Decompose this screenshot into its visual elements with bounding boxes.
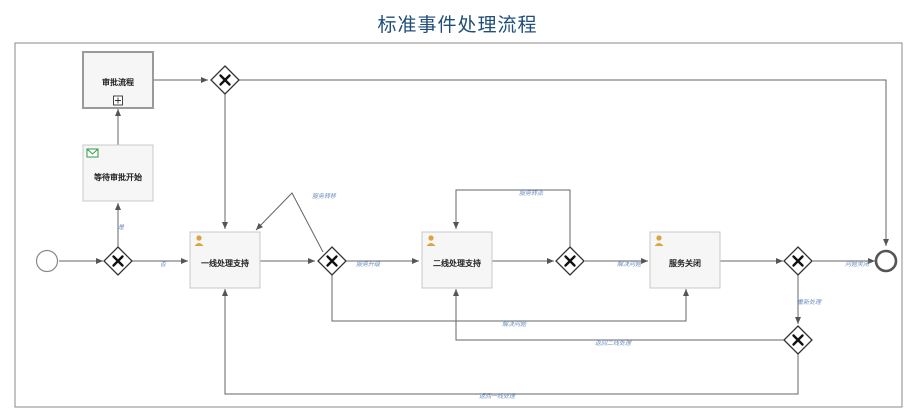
flow-gw5-to-first-line [222,289,799,395]
start-event[interactable] [35,249,59,273]
flow-gw3-transfer-loop [453,189,571,247]
task-label: 服务关闭 [669,258,701,268]
flow-gw-top-to-end [239,79,889,246]
plus-square-icon [113,95,123,106]
gateway-1[interactable] [103,246,133,276]
task-label: 二线处理支持 [433,258,481,268]
label-return-first: 返回一线处理 [479,392,516,400]
label-service-upgrade: 服务升级 [356,260,381,268]
user-icon [426,235,436,246]
label-yes: 是 [118,224,125,231]
label-service-transfer-2: 服务转派 [519,189,544,197]
task-wait-approval[interactable]: 等待审批开始 [82,144,154,202]
gateway-x-icon [219,74,231,86]
task-approval-flow[interactable]: 审批流程 [82,51,154,109]
gateway-top[interactable] [210,65,240,95]
gateway-x-icon [792,255,804,267]
flow-gw2-resolve-to-close [331,275,689,322]
label-return-second: 返回二线处理 [595,339,632,347]
flow-gw5-to-second-line [453,289,784,341]
gateway-5[interactable] [783,325,813,355]
task-label: 审批流程 [102,77,134,87]
label-reprocess: 重新处理 [797,298,822,306]
flow-gw2-transfer-loop [255,192,324,253]
label-resolve: 解决问题 [502,320,527,328]
task-close[interactable]: 服务关闭 [649,231,721,289]
gateway-4[interactable] [783,246,813,276]
page-title: 标准事件处理流程 [377,14,538,36]
user-icon [654,235,664,246]
user-icon [194,235,204,246]
label-resolve-2: 解决问题 [617,260,642,268]
label-no: 否 [160,261,167,268]
gateway-x-icon [112,255,124,267]
gateway-x-icon [326,255,338,267]
gateway-x-icon [564,255,576,267]
sequence-flows [59,77,889,395]
task-second-line[interactable]: 二线处理支持 [421,231,493,289]
gateway-x-icon [792,334,804,346]
end-event[interactable] [874,249,898,273]
gateway-2[interactable] [317,246,347,276]
task-first-line[interactable]: 一线处理支持 [189,231,261,289]
gateway-3[interactable] [555,246,585,276]
label-problem-closed: 问题关闭 [845,260,870,268]
task-label: 等待审批开始 [93,172,142,182]
label-service-transfer: 服务转移 [312,192,337,200]
envelope-icon [86,148,99,158]
task-label: 一线处理支持 [201,258,249,268]
